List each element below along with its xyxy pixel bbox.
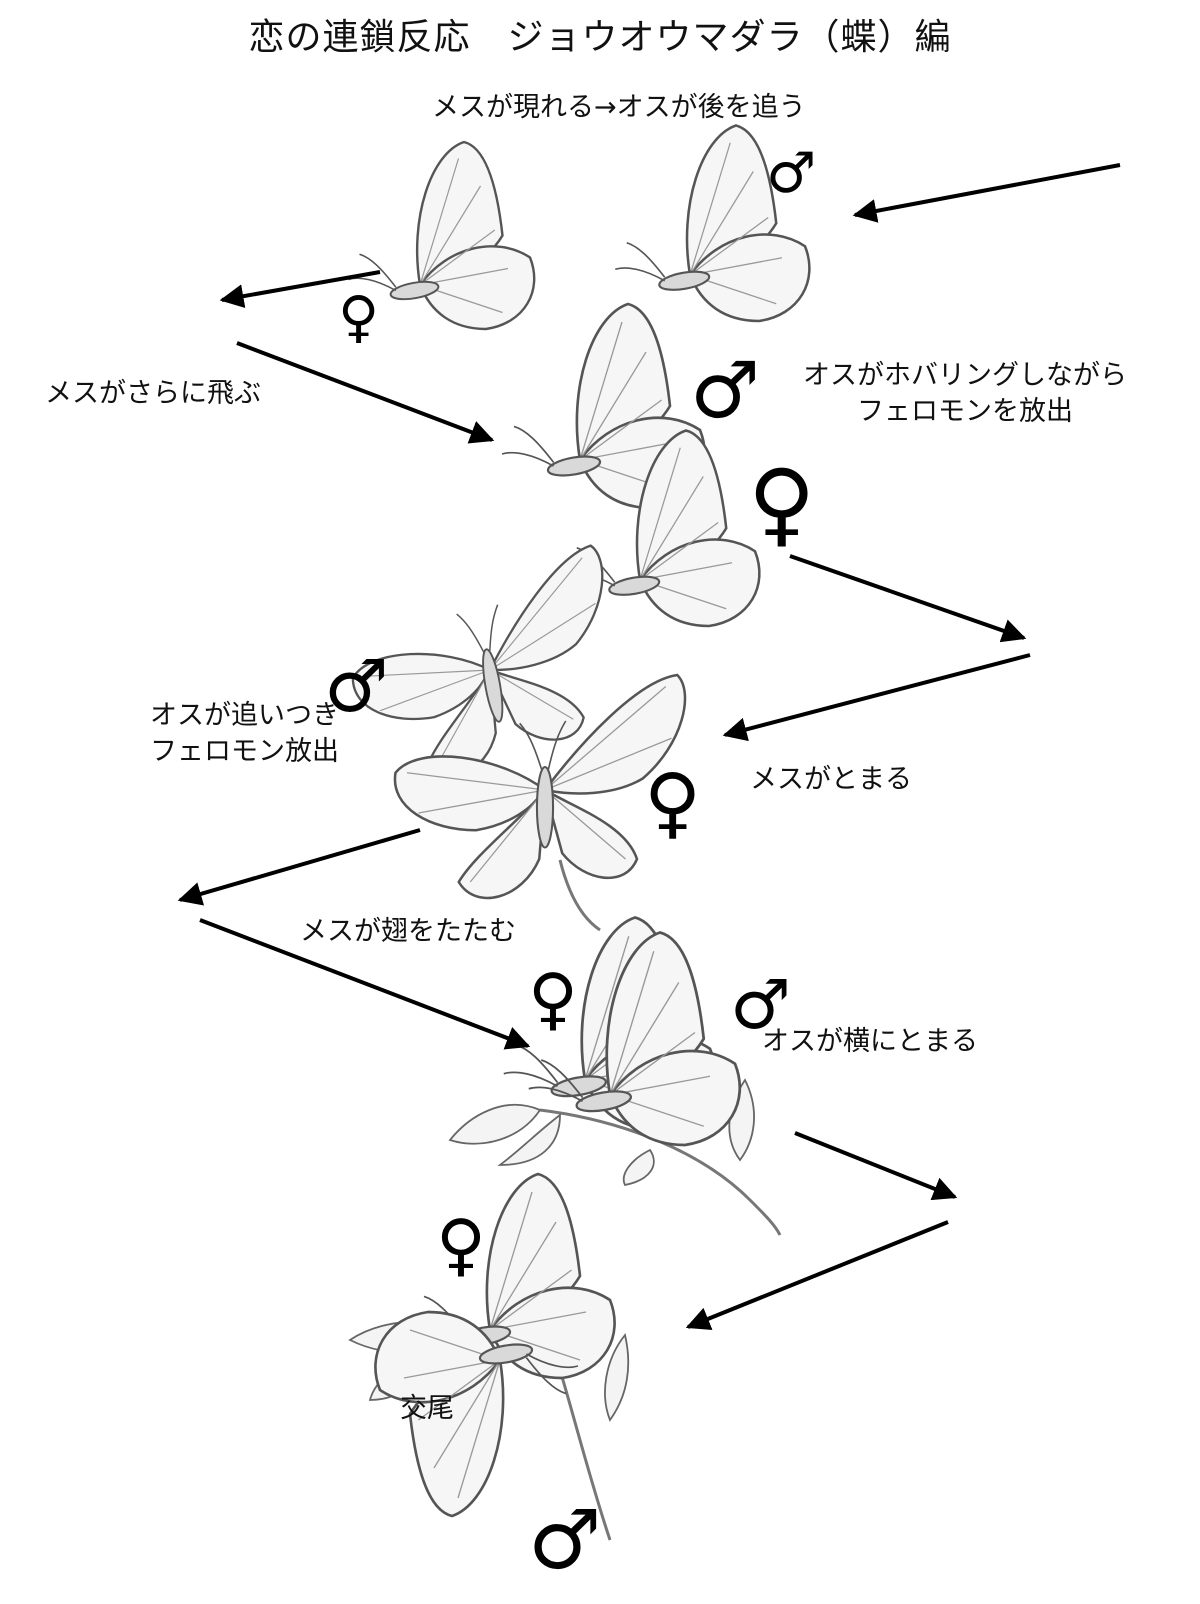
female-symbol-3: ♀ — [644, 764, 701, 842]
male-symbol-2: ♂ — [690, 352, 760, 430]
arrow-9 — [688, 1222, 948, 1327]
arrow-3 — [237, 343, 492, 440]
arrow-5 — [725, 655, 1030, 735]
male-symbol-5: ♂ — [528, 1500, 602, 1582]
step-female-folds-wings: メスが翅をたたむ — [300, 914, 516, 950]
step-female-flies-further: メスがさらに飛ぶ — [45, 376, 261, 412]
step-male-hovers-line2: フェロモンを放出 — [790, 394, 1140, 430]
female-symbol-1: ♀ — [338, 290, 379, 346]
male-symbol-3: ♂ — [324, 650, 389, 722]
step-male-catches-up-line1: オスが追いつき — [150, 698, 339, 734]
female-symbol-2: ♀ — [748, 458, 815, 550]
step-male-hovers-line1: オスがホバリングしながら — [790, 358, 1140, 394]
arrow-6 — [180, 830, 420, 900]
step-female-lands: メスがとまる — [750, 762, 912, 798]
step-male-catches-up: オスが追いつき フェロモン放出 — [150, 698, 339, 770]
step-mating: 交尾 — [400, 1391, 454, 1427]
step-male-hovers: オスがホバリングしながら フェロモンを放出 — [790, 358, 1140, 430]
female-symbol-5: ♀ — [436, 1212, 486, 1280]
arrow-8 — [795, 1133, 955, 1197]
step-male-lands-beside: オスが横にとまる — [762, 1024, 978, 1060]
male-symbol-1: ♂ — [766, 146, 816, 202]
arrow-1 — [855, 165, 1120, 215]
arrow-4 — [790, 556, 1024, 638]
male-symbol-4: ♂ — [730, 972, 791, 1040]
step-male-catches-up-line2: フェロモン放出 — [150, 734, 339, 770]
step-female-appears: メスが現れる→オスが後を追う — [432, 90, 806, 126]
female-symbol-4: ♀ — [528, 966, 578, 1034]
